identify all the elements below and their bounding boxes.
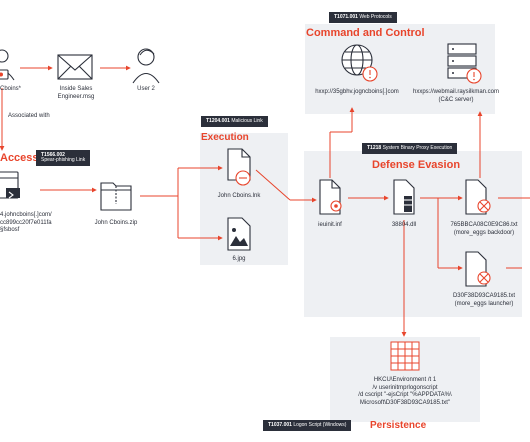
- persistence-heading: Persistence: [370, 420, 427, 431]
- browser-icon: [0, 171, 20, 199]
- defense-evasion-panel: [304, 151, 522, 317]
- execution-tag-text: Malicious Link: [231, 118, 263, 124]
- defense-evasion-tag: T1218 System Binary Proxy Execution: [362, 143, 458, 154]
- registry-grid-icon: [390, 341, 420, 371]
- initial-access-tag-id: T1566.002: [41, 152, 65, 158]
- inf-label: ieuinit.inf: [318, 222, 342, 228]
- defense-evasion-tag-text: System Binary Proxy Execution: [382, 145, 453, 151]
- defense-evasion-heading: Defense Evasion: [372, 159, 461, 171]
- phishing-url-label: 4.johncboins[.]com/ cc899cc20f7e011fa §f…: [0, 212, 52, 233]
- envelope-icon: [57, 54, 93, 80]
- c2-url1-label: hxxp://35gbhv.jogncboins[.]com: [315, 89, 399, 95]
- launcher-label: D30F38D93CA9185.txt (more_eggs launcher): [452, 293, 516, 307]
- persistence-tag-id: T1037.001: [268, 422, 292, 428]
- jpg-label: 6.jpg: [232, 256, 246, 262]
- initial-access-heading: Access: [0, 152, 39, 164]
- c2-heading: Command and Control: [306, 27, 425, 39]
- arrow-lnk-to-inf: [255, 169, 291, 201]
- associated-label: Associated with: [8, 113, 50, 119]
- execution-tag-id: T1204.001: [206, 118, 230, 124]
- backdoor-label: 765BBCA08C0E9C86.txt (more_eggs backdoor…: [450, 222, 518, 236]
- arrow-dll-to-launcher: [437, 198, 463, 271]
- initial-access-tag: T1566.002 Spear-phishing Link: [36, 150, 91, 166]
- execution-tag: T1204.001 Malicious Link: [201, 116, 268, 127]
- image-file-icon: [227, 217, 251, 251]
- backdoor-file-icon: [465, 179, 491, 215]
- email-label: Inside Sales Engineer.msg: [57, 86, 95, 100]
- arrow-inf-to-c2: [329, 107, 355, 178]
- user2-icon: [132, 48, 160, 84]
- globe-icon: [341, 44, 378, 82]
- launcher-file-icon: [465, 251, 491, 287]
- registry-label: HKCU\Environment /t 1 /v userinitmprlogo…: [358, 377, 452, 406]
- arrows-zip-to-execution: [140, 165, 223, 241]
- user1-label: Cboins*: [0, 86, 22, 92]
- defense-evasion-tag-id: T1218: [367, 145, 382, 151]
- initial-access-tag-text: Spear-phishing Link: [41, 157, 86, 163]
- dll-label: 38804.dll: [391, 222, 417, 228]
- c2-tag-id: T1071.001: [334, 14, 358, 20]
- persistence-tag-text: Logon Script (Windows): [293, 422, 347, 428]
- zip-label: John Cboins.zip: [94, 220, 138, 226]
- lnk-label: John Cboins.lnk: [217, 193, 261, 199]
- lnk-file-icon: [227, 148, 251, 186]
- c2-tag-text: Web Protocols: [359, 14, 392, 20]
- server-icon: [447, 43, 482, 84]
- dll-file-icon: [393, 179, 415, 215]
- c2-tag: T1071.001 Web Protocols: [329, 12, 397, 23]
- persistence-tag: T1037.001 Logon Script (Windows): [263, 420, 352, 431]
- zip-folder-icon: [100, 182, 132, 211]
- execution-heading: Execution: [201, 132, 249, 143]
- user2-label: User 2: [137, 86, 155, 92]
- c2-url2-label: hxxps://webmail.raysilkman.com (C&C serv…: [412, 89, 500, 103]
- user1-icon: [0, 49, 15, 81]
- inf-file-icon: [319, 179, 342, 215]
